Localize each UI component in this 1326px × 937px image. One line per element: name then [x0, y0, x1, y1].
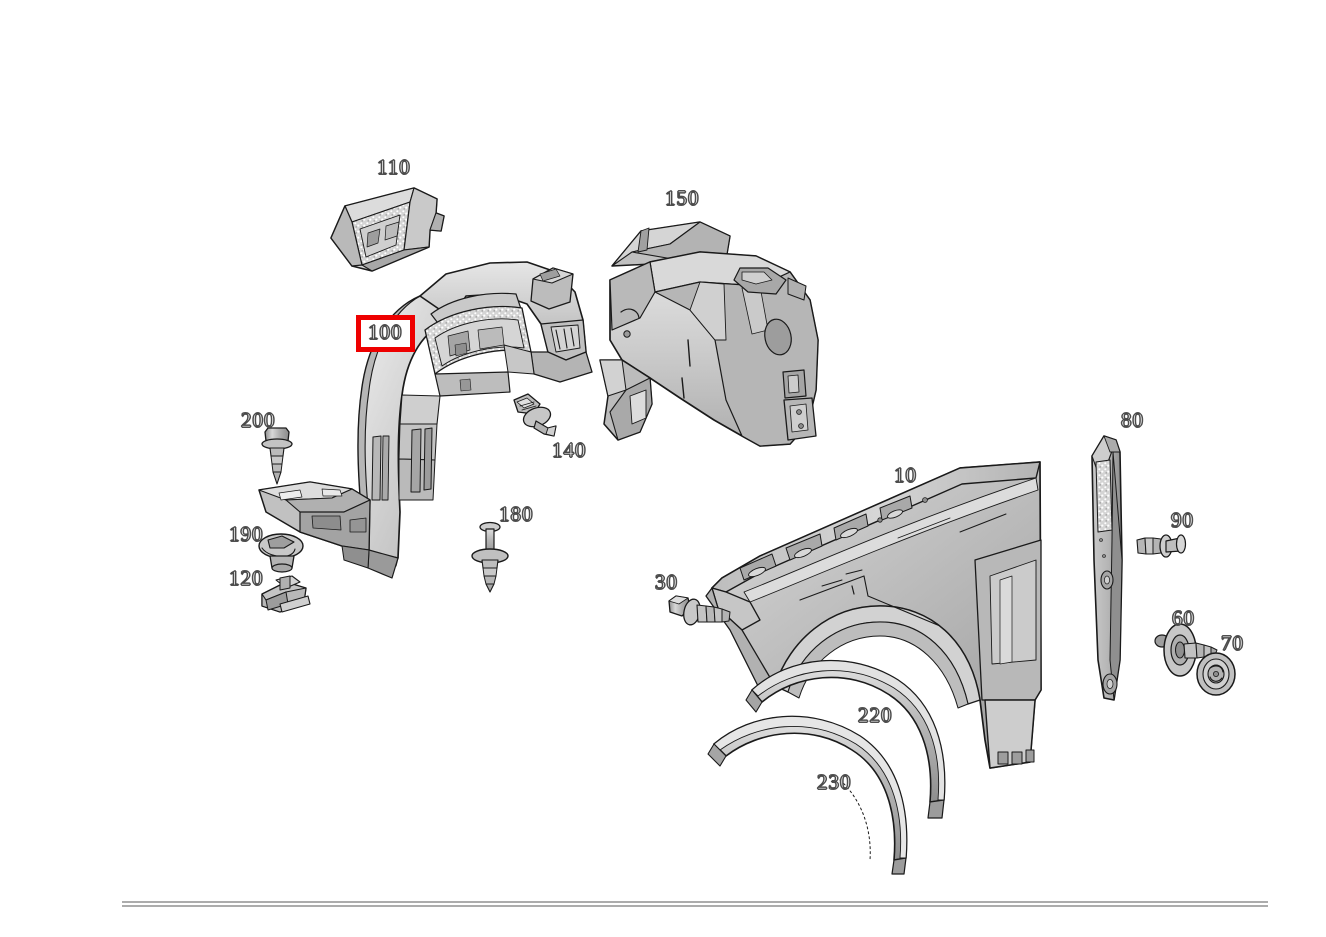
- part-220-arch-trim-upper: [745, 659, 946, 819]
- part-120-spring-clip: [261, 575, 311, 613]
- callout-label-90: 90: [1171, 508, 1194, 532]
- part-150-rear-arch-liner: [599, 221, 819, 447]
- callout-label-30: 30: [655, 570, 678, 594]
- part-190-grommet: [258, 533, 304, 573]
- part-80-seal-strip: [1091, 435, 1123, 701]
- part-100-wheel-arch-liner: [258, 261, 593, 579]
- part-180-push-pin: [471, 521, 509, 593]
- part-90-collar-bolt: [1136, 534, 1187, 558]
- part-60-flanged-bolt: [1154, 623, 1218, 677]
- callout-label-180: 180: [499, 502, 534, 526]
- callout-label-100[interactable]: 100: [356, 315, 415, 352]
- part-10-front-fender: [705, 461, 1042, 769]
- callout-label-140: 140: [552, 438, 587, 462]
- callout-label-80: 80: [1121, 408, 1144, 432]
- part-200-screw: [261, 427, 293, 485]
- callout-label-200: 200: [241, 408, 276, 432]
- callout-label-10: 10: [894, 463, 917, 487]
- part-230-arch-trim-lower: [707, 715, 908, 875]
- callout-label-220: 220: [858, 703, 893, 727]
- callout-label-120: 120: [229, 566, 264, 590]
- part-110-sound-absorber: [330, 187, 445, 272]
- callout-label-190: 190: [229, 522, 264, 546]
- callout-label-150: 150: [665, 186, 700, 210]
- callout-label-70: 70: [1221, 631, 1244, 655]
- bottom-divider: [122, 901, 1268, 907]
- callout-label-60: 60: [1172, 606, 1195, 630]
- part-30-hex-bolt: [668, 595, 731, 626]
- callout-label-230: 230: [817, 770, 852, 794]
- callout-label-110: 110: [377, 155, 411, 179]
- part-70-cap-nut: [1196, 652, 1236, 696]
- part-140-expanding-rivet: [513, 393, 557, 437]
